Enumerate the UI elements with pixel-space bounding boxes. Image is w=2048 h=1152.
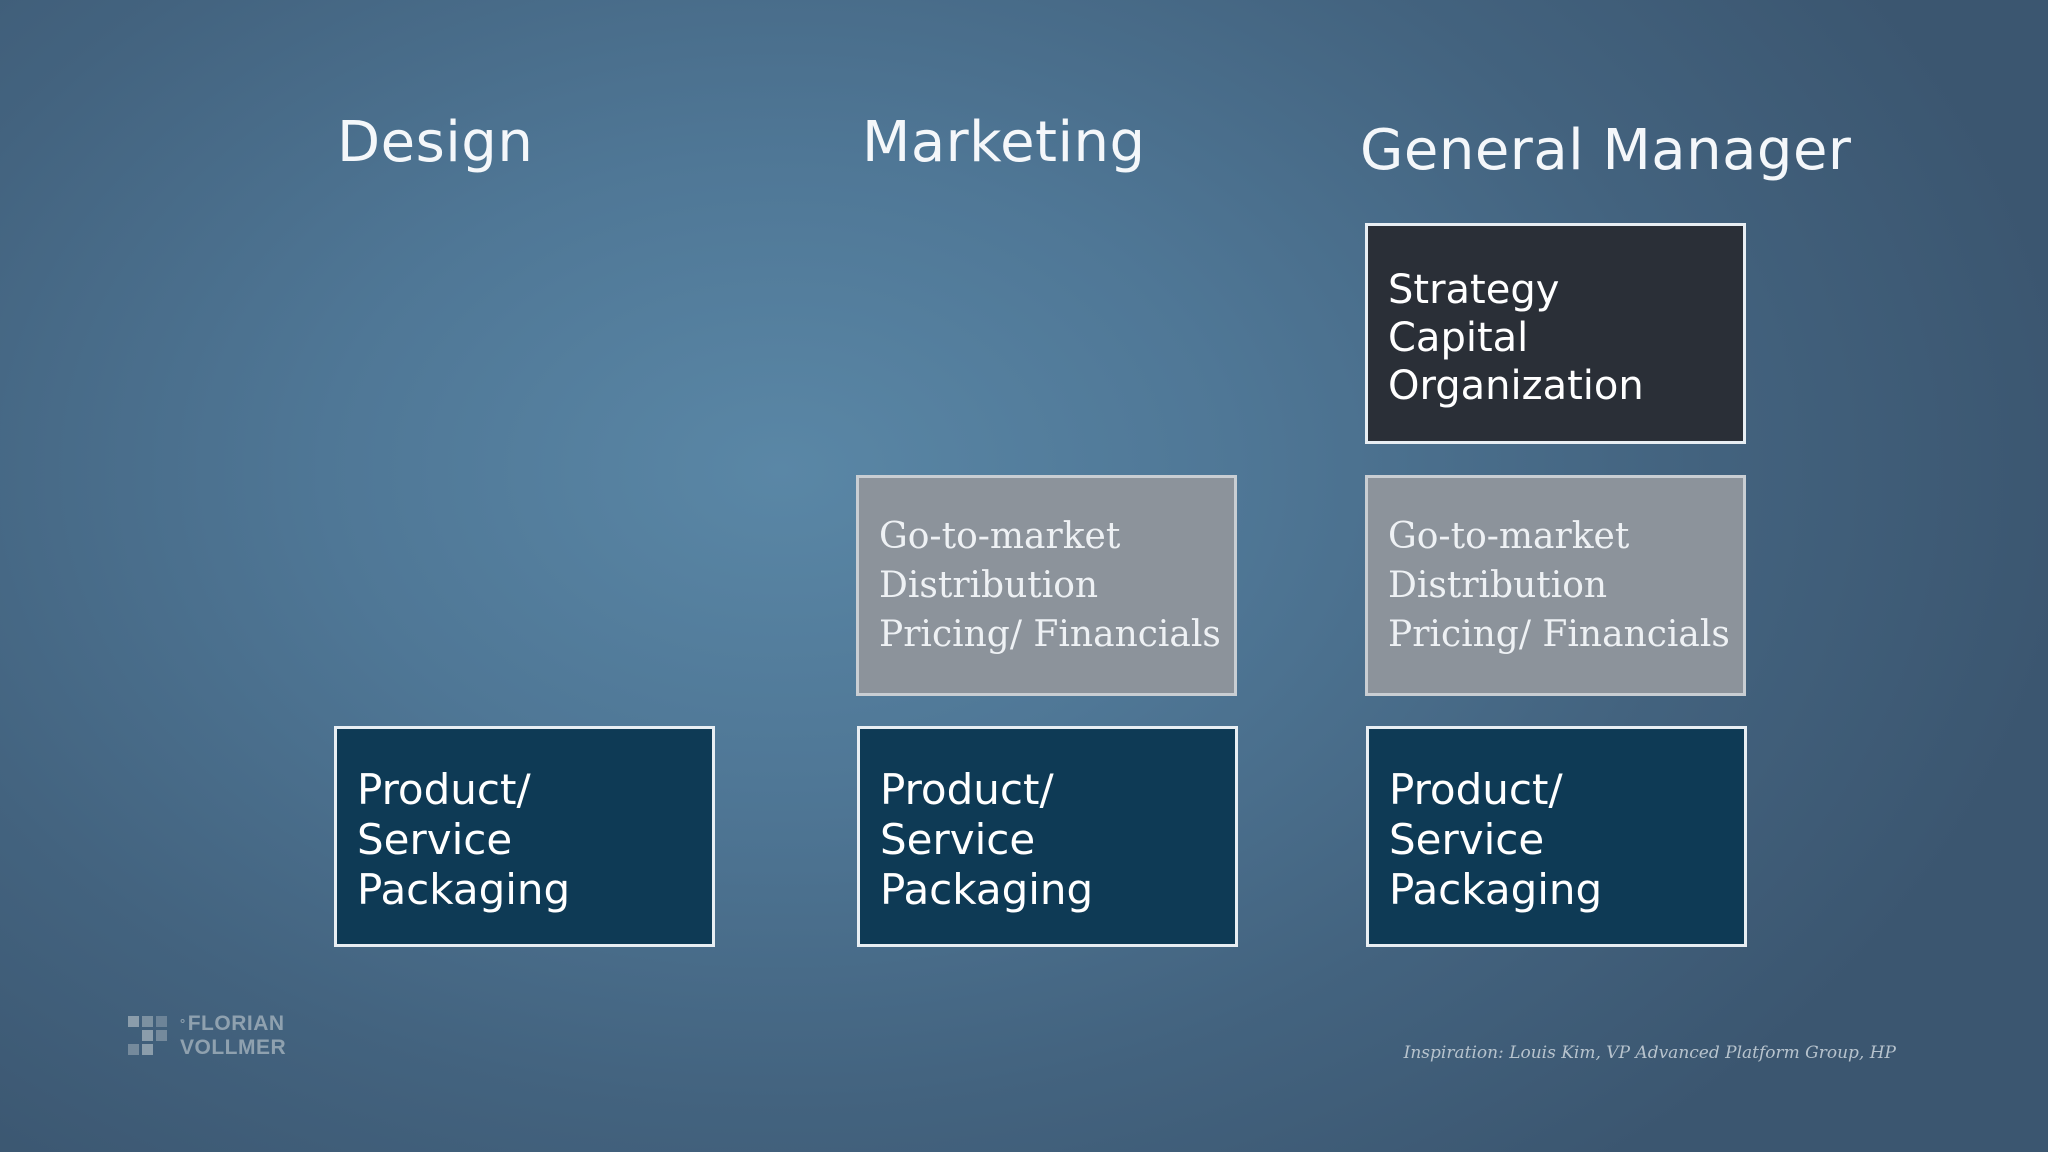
degree-mark: °: [180, 1016, 186, 1031]
box-line: Packaging: [357, 865, 571, 914]
box-line: Strategy: [1388, 267, 1560, 313]
box-line: Go-to-market: [1388, 516, 1630, 557]
inspiration-credit: Inspiration: Louis Kim, VP Advanced Plat…: [1403, 1043, 1896, 1063]
box-line: Service: [357, 815, 513, 864]
gm-strategy-box: Strategy Capital Organization: [1365, 223, 1746, 444]
heading-general-manager: General Manager: [1360, 118, 1852, 183]
box-line: Packaging: [1389, 865, 1603, 914]
box-line: Distribution: [1388, 565, 1608, 606]
marketing-product-box: Product/ Service Packaging: [857, 726, 1238, 947]
design-product-box: Product/ Service Packaging: [334, 726, 715, 947]
box-line: Product/: [1389, 765, 1563, 814]
gm-product-box: Product/ Service Packaging: [1366, 726, 1747, 947]
gm-market-box: Go-to-market Distribution Pricing/ Finan…: [1365, 475, 1746, 696]
box-line: Organization: [1388, 363, 1644, 409]
box-line: Product/: [880, 765, 1054, 814]
heading-marketing: Marketing: [862, 110, 1146, 175]
marketing-market-box: Go-to-market Distribution Pricing/ Finan…: [856, 475, 1237, 696]
box-line: Distribution: [879, 565, 1099, 606]
box-line: Service: [1389, 815, 1545, 864]
box-line: Product/: [357, 765, 531, 814]
box-line: Capital: [1388, 315, 1529, 361]
florian-vollmer-logo: °FLORIAN VOLLMER: [128, 1012, 288, 1062]
box-line: Pricing/ Financials: [879, 614, 1221, 655]
heading-design: Design: [337, 110, 534, 175]
logo-line-2: VOLLMER: [180, 1036, 287, 1059]
box-line: Packaging: [880, 865, 1094, 914]
box-line: Pricing/ Financials: [1388, 614, 1730, 655]
logo-line-1: FLORIAN: [187, 1012, 285, 1035]
logo-mark-icon: [128, 1016, 172, 1060]
box-line: Go-to-market: [879, 516, 1121, 557]
box-line: Service: [880, 815, 1036, 864]
logo-text: °FLORIAN VOLLMER: [180, 1012, 286, 1060]
